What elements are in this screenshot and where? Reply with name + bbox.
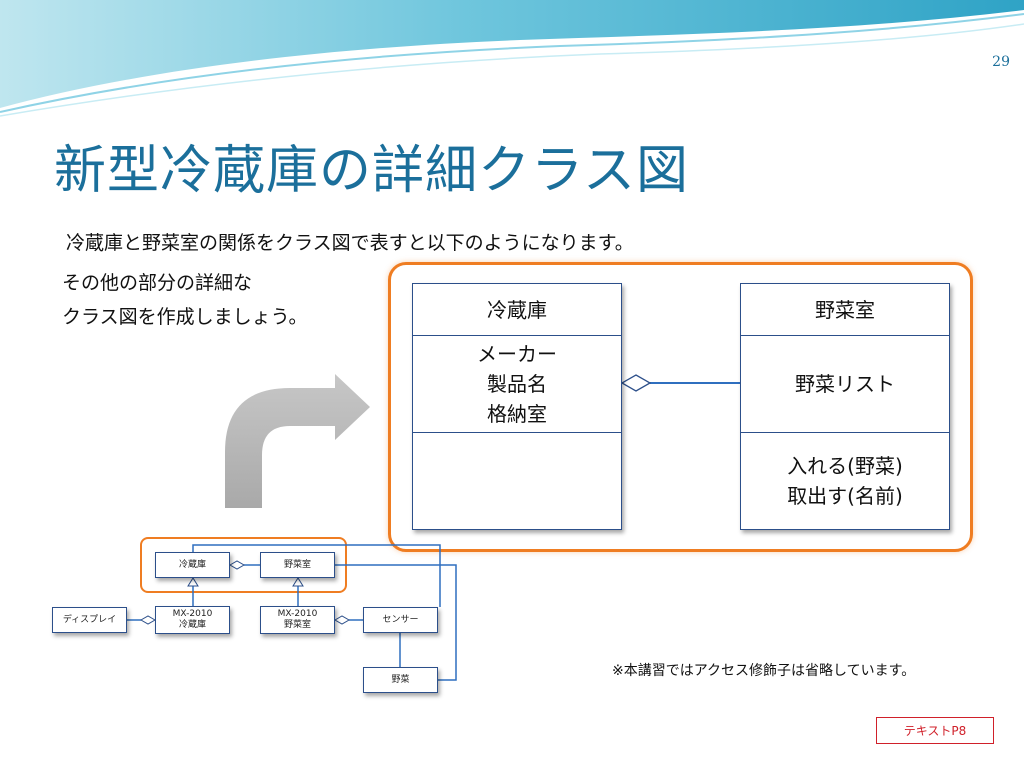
overview-class-display: ディスプレイ	[52, 607, 127, 633]
overview-class-reizoko: 冷蔵庫	[155, 552, 230, 578]
aggregation-diamond-icon	[333, 615, 351, 625]
overview-class-label: MX-2010	[172, 609, 213, 619]
overview-class-label: 野菜室	[283, 559, 311, 570]
class-name: 野菜室	[741, 284, 949, 336]
header-wave-decoration	[0, 0, 1024, 117]
page-number: 29	[992, 54, 1010, 70]
intro-text: 冷蔵庫と野菜室の関係をクラス図で表すと以下のようになります。	[66, 232, 634, 254]
overview-class-sensor: センサー	[363, 607, 438, 633]
slide-title: 新型冷蔵庫の詳細クラス図	[54, 141, 689, 201]
overview-class-label: MX-2010	[277, 609, 318, 619]
class-box-reizoko: 冷蔵庫 メーカー 製品名 格納室	[412, 283, 622, 530]
overview-class-label: ディスプレイ	[62, 614, 117, 625]
class-operations	[413, 433, 621, 529]
inheritance-triangle-icon	[187, 577, 199, 587]
overview-class-label: センサー	[382, 614, 419, 625]
class-attribute: 製品名	[487, 372, 547, 396]
class-operation: 入れる(野菜)	[787, 454, 903, 478]
instruction-text: その他の部分の詳細な クラス図を作成しましょう。	[62, 266, 307, 334]
overview-class-label: 冷蔵庫	[178, 559, 206, 570]
class-attributes: 野菜リスト	[741, 336, 949, 433]
class-name: 冷蔵庫	[413, 284, 621, 336]
class-operations: 入れる(野菜) 取出す(名前)	[741, 433, 949, 529]
aggregation-diamond-icon	[228, 560, 246, 570]
footnote: ※本講習ではアクセス修飾子は省略しています。	[612, 663, 916, 679]
text-reference-badge: テキストP8	[876, 717, 994, 744]
instruction-line: クラス図を作成しましょう。	[62, 306, 308, 328]
overview-class-label: 野菜	[391, 674, 410, 685]
overview-class-mx-reizoko: MX-2010 冷蔵庫	[155, 606, 230, 634]
class-attribute: メーカー	[477, 342, 557, 366]
overview-class-yasaishitsu: 野菜室	[260, 552, 335, 578]
overview-class-yasai: 野菜	[363, 667, 438, 693]
inheritance-triangle-icon	[292, 577, 304, 587]
aggregation-diamond-icon	[139, 615, 157, 625]
class-operation: 取出す(名前)	[787, 484, 903, 508]
instruction-line: その他の部分の詳細な	[62, 272, 253, 294]
class-box-yasaishitsu: 野菜室 野菜リスト 入れる(野菜) 取出す(名前)	[740, 283, 950, 530]
overview-class-label: 野菜室	[283, 620, 311, 630]
class-attributes: メーカー 製品名 格納室	[413, 336, 621, 433]
overview-class-mx-yasaishitsu: MX-2010 野菜室	[260, 606, 335, 634]
class-attribute: 野菜リスト	[795, 372, 895, 396]
overview-class-label: 冷蔵庫	[178, 620, 206, 630]
aggregation-diamond-icon	[620, 374, 652, 392]
class-attribute: 格納室	[487, 402, 547, 426]
